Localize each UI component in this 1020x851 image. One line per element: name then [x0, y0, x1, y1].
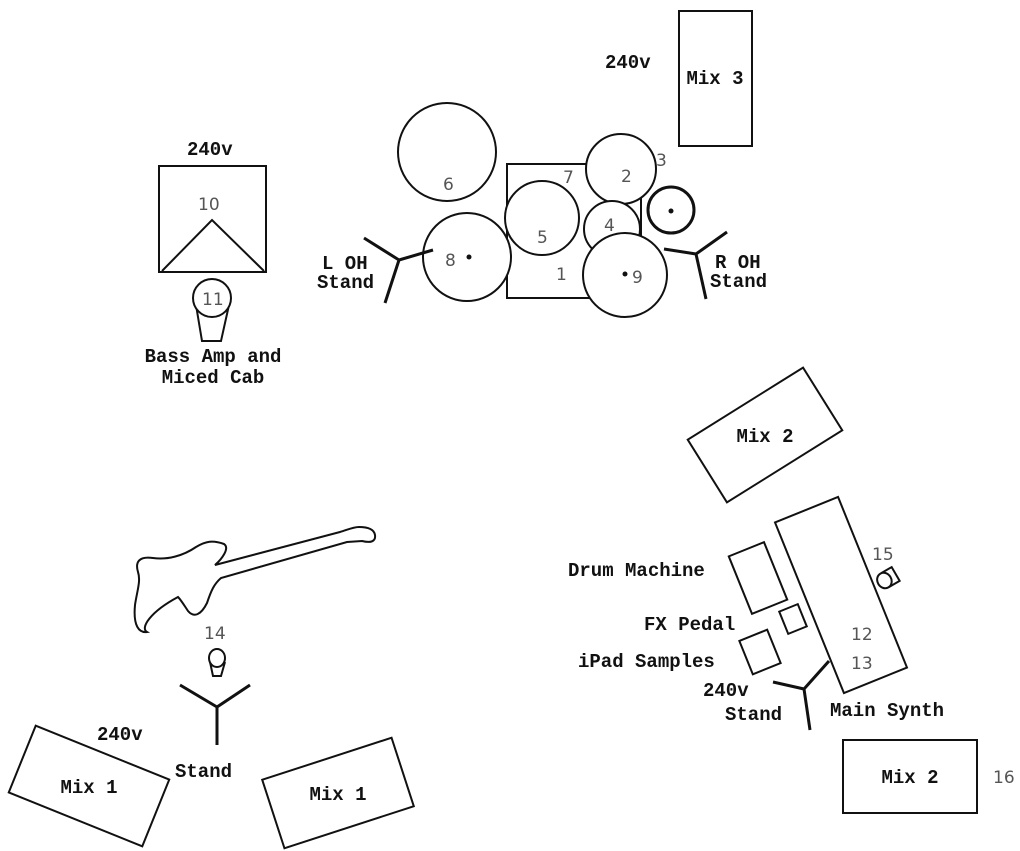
snare-5 [504, 180, 580, 256]
kick-number: 1 [556, 265, 567, 285]
keys-mic-stand [772, 660, 831, 731]
synth-number-13: 13 [851, 654, 873, 674]
guitar-mic-icon [208, 648, 226, 677]
hihat-8-number: 8 [445, 251, 456, 271]
r-oh-label-line2: Stand [710, 271, 767, 293]
guitar-mic-stand [179, 683, 251, 745]
guitar-power-label: 240v [97, 724, 143, 746]
main-synth: 12 13 [773, 495, 909, 695]
keys-mic-number: 15 [872, 545, 894, 565]
l-oh-stand: L OH Stand [317, 236, 434, 304]
r-oh-stand: R OH Stand [663, 230, 767, 300]
fx-pedal-label: FX Pedal [644, 614, 735, 636]
mix2-bottom-label: Mix 2 [881, 767, 938, 789]
guitar-icon [133, 525, 377, 634]
tom-2-number: 2 [621, 167, 632, 187]
bass-amp-number: 10 [198, 195, 220, 215]
main-synth-label: Main Synth [830, 700, 944, 722]
tom-4-number: 4 [604, 216, 615, 236]
keys-stand-label: Stand [725, 704, 782, 726]
fx-pedal-device [777, 602, 809, 636]
snare-5-number: 5 [537, 228, 548, 248]
keys-power-label: 240v [703, 680, 749, 702]
bass-power-label: 240v [187, 139, 233, 161]
bass-mic-number: 11 [202, 290, 224, 310]
guitar-mic-number: 14 [204, 624, 226, 644]
cymbal-6 [397, 102, 497, 202]
synth-number-12: 12 [851, 625, 873, 645]
bass-amp: 240v 10 11 Bass Amp and Miced Cab [145, 139, 282, 389]
cymbal-6-number: 6 [443, 175, 454, 195]
guitar-stand-label: Stand [175, 761, 232, 783]
mix1-right-label: Mix 1 [309, 784, 366, 806]
mix1-left-monitor: Mix 1 [7, 724, 171, 848]
l-oh-label-line1: L OH [322, 253, 368, 275]
mix1-right-monitor: Mix 1 [260, 736, 416, 850]
mix3-label: Mix 3 [686, 68, 743, 90]
kit-number-7: 7 [563, 168, 574, 188]
ipad-device [738, 628, 782, 676]
l-oh-label-line2: Stand [317, 272, 374, 294]
mix2-top-monitor: Mix 2 [686, 366, 844, 504]
mix2-bottom-monitor: Mix 2 [842, 739, 978, 814]
bass-mic-icon [192, 278, 232, 342]
keys-mic-icon [876, 565, 902, 590]
r-oh-label-line1: R OH [715, 252, 761, 274]
ipad-samples-label: iPad Samples [578, 651, 715, 673]
mix1-left-label: Mix 1 [60, 777, 117, 799]
drum-kit: 1 7 6 2 3 5 4 8 9 [397, 102, 696, 318]
drum-machine-label: Drum Machine [568, 560, 705, 582]
mix3-monitor: Mix 3 [678, 10, 753, 147]
mix2-top-label: Mix 2 [736, 426, 793, 448]
bass-caption-line1: Bass Amp and [145, 346, 282, 368]
cymbal-9-number: 9 [632, 268, 643, 288]
mix3-power-label: 240v [605, 52, 651, 74]
drum-machine-device [727, 540, 789, 616]
bass-caption-line2: Miced Cab [162, 367, 265, 389]
floor-3-number: 3 [656, 151, 667, 171]
mix2-number-16: 16 [993, 768, 1015, 788]
